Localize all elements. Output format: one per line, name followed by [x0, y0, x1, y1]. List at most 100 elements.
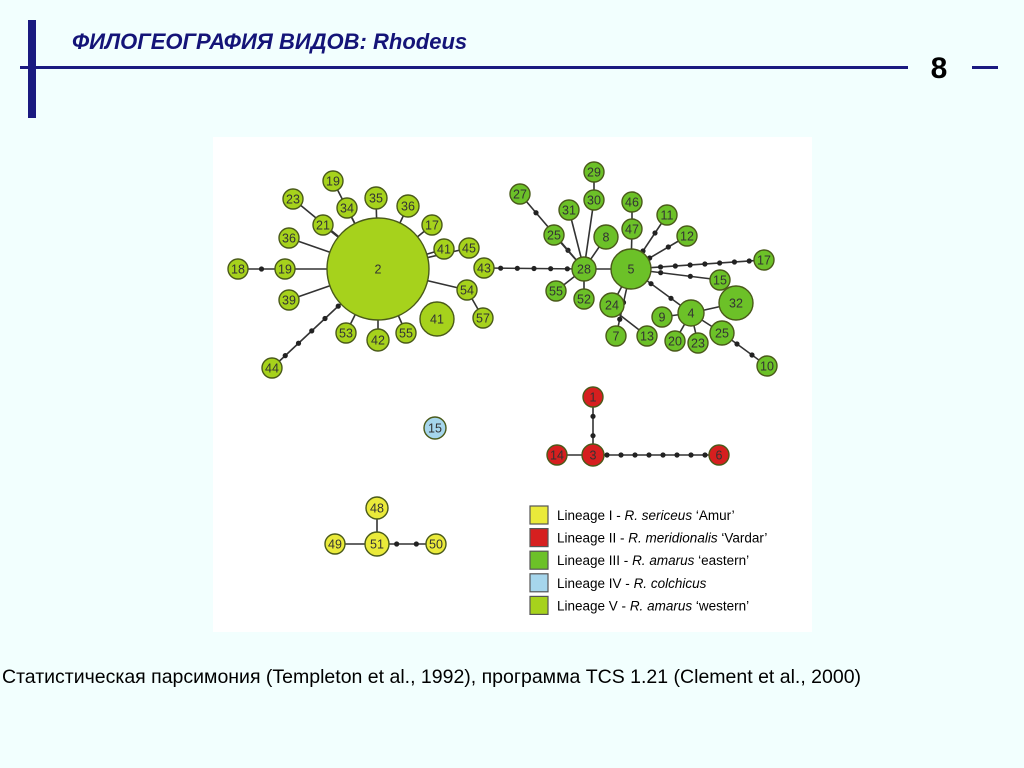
haplotype-label: 30: [587, 194, 601, 208]
haplotype-node: 25: [543, 224, 565, 246]
haplotype-circle: [651, 306, 673, 328]
mutation-step-dot: [665, 244, 671, 250]
legend-entry: Lineage IV - R. colchicus: [557, 576, 707, 591]
haplotype-circle: [274, 258, 296, 280]
legend-entry: Lineage I - R. sericeus ‘Amur’: [557, 508, 735, 523]
mutation-step-dot: [604, 452, 610, 458]
haplotype-label: 41: [437, 243, 451, 257]
haplotype-node: 44: [261, 357, 283, 379]
haplotype-circle: [364, 186, 388, 210]
haplotype-label: 27: [513, 188, 527, 202]
haplotype-label: 57: [476, 312, 490, 326]
haplotype-circle: [261, 357, 283, 379]
haplotype-label: 19: [326, 175, 340, 189]
mutation-step-dot: [617, 316, 623, 322]
haplotype-circle: [621, 191, 643, 213]
haplotype-node: 23: [687, 332, 709, 354]
haplotype-node: 11: [656, 204, 678, 226]
mutation-step-dot: [672, 263, 678, 269]
mutation-step-dot: [295, 340, 302, 346]
legend-entry: Lineage II - R. meridionalis ‘Vardar’: [557, 531, 767, 546]
haplotype-circle: [366, 328, 390, 352]
haplotype-circle: [278, 289, 300, 311]
header-divider-right: [972, 66, 998, 69]
haplotype-label: 18: [231, 263, 245, 277]
mutation-step-dot: [258, 266, 265, 272]
haplotype-circle: [335, 322, 357, 344]
haplotype-label: 13: [640, 330, 654, 344]
mutation-step-dot: [498, 265, 504, 271]
haplotype-label: 36: [401, 200, 415, 214]
haplotype-node: 55: [545, 280, 567, 302]
haplotype-node: 18: [227, 258, 249, 280]
haplotype-node: 42: [366, 328, 390, 352]
haplotype-label: 55: [549, 285, 563, 299]
haplotype-label: 34: [340, 202, 354, 216]
haplotype-node: 45: [458, 237, 480, 259]
haplotype-label: 12: [680, 230, 694, 244]
mutation-step-dot: [648, 281, 654, 287]
haplotype-circle: [709, 320, 735, 346]
haplotype-circle: [545, 280, 567, 302]
haplotype-node: 4: [677, 299, 705, 327]
haplotype-node: 1: [582, 386, 604, 408]
haplotype-circle: [421, 214, 443, 236]
haplotype-circle: [753, 249, 775, 271]
haplotype-label: 24: [605, 299, 619, 313]
haplotype-node: 5: [610, 248, 652, 290]
haplotype-label: 35: [369, 192, 383, 206]
haplotype-node: 49: [324, 533, 346, 555]
legend-swatch: [529, 505, 549, 525]
haplotype-circle: [312, 214, 334, 236]
haplotype-node: 2: [326, 217, 430, 321]
haplotype-node: 12: [676, 225, 698, 247]
haplotype-label: 11: [661, 209, 674, 223]
haplotype-node: 55: [395, 322, 417, 344]
haplotype-label: 29: [587, 166, 601, 180]
haplotype-circle: [473, 257, 495, 279]
haplotype-node: 54: [456, 279, 478, 301]
haplotype-circle: [425, 533, 447, 555]
haplotype-circle: [278, 227, 300, 249]
haplotype-circle: [423, 416, 447, 440]
haplotype-circle: [583, 189, 605, 211]
haplotype-label: 14: [550, 449, 564, 463]
haplotype-node: 13: [636, 325, 658, 347]
mutation-step-dot: [668, 295, 674, 301]
haplotype-node: 19: [274, 258, 296, 280]
mutation-step-dot: [652, 230, 658, 236]
haplotype-circle: [583, 161, 605, 183]
haplotype-circle: [605, 325, 627, 347]
haplotype-node: 43: [473, 257, 495, 279]
mutation-step-dot: [660, 452, 666, 458]
haplotype-circle: [571, 256, 597, 282]
figure-caption: Статистическая парсимония (Templeton et …: [2, 666, 862, 688]
haplotype-label: 52: [577, 293, 591, 307]
mutation-step-dot: [564, 266, 570, 272]
haplotype-circle: [326, 217, 430, 321]
haplotype-circle: [636, 325, 658, 347]
haplotype-circle: [324, 533, 346, 555]
haplotype-circle: [621, 218, 643, 240]
haplotype-label: 17: [425, 219, 439, 233]
haplotype-node: 47: [621, 218, 643, 240]
haplotype-node: 9: [651, 306, 673, 328]
mutation-step-dot: [590, 433, 596, 439]
haplotype-circle: [708, 444, 730, 466]
haplotype-node: 8: [593, 224, 619, 250]
haplotype-label: 17: [757, 254, 771, 268]
haplotype-circle: [756, 355, 778, 377]
haplotype-label: 21: [316, 219, 330, 233]
haplotype-node: 31: [558, 199, 580, 221]
legend-swatch: [529, 595, 549, 616]
haplotype-label: 50: [429, 538, 443, 552]
haplotype-node: 25: [709, 320, 735, 346]
haplotype-label: 19: [278, 263, 292, 277]
mutation-step-dot: [731, 259, 738, 265]
haplotype-label: 25: [547, 229, 561, 243]
haplotype-circle: [322, 170, 344, 192]
haplotype-node: 3: [581, 443, 605, 467]
haplotype-circle: [509, 183, 531, 205]
